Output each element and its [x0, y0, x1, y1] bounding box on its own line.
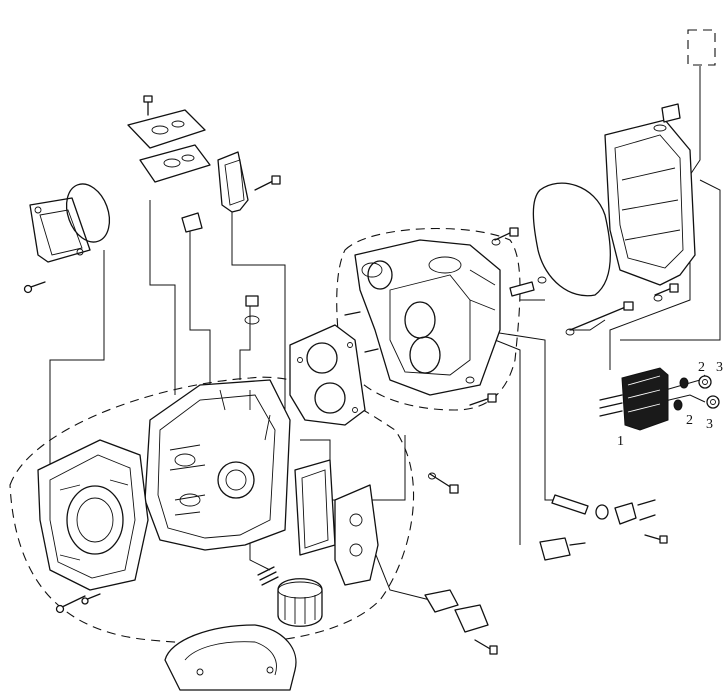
- head-cover: [604, 119, 696, 286]
- water-pump-cover: [334, 484, 379, 586]
- spark-plug: [539, 537, 586, 561]
- cover-bolts-right: [653, 283, 679, 302]
- bolt-top-center: [143, 95, 153, 116]
- oil-filter: [277, 578, 323, 627]
- cover-plate-middle: [294, 459, 336, 556]
- cylinder-head-group-outline: [336, 227, 521, 411]
- bolts-lower-left: [55, 593, 101, 614]
- base-gasket: [164, 624, 297, 691]
- spring: [257, 566, 279, 586]
- o-ring-gasket: [65, 183, 111, 243]
- callout-part-1: 1: [617, 434, 624, 449]
- head-gasket: [289, 324, 366, 426]
- sensor-rod: [551, 494, 609, 520]
- gasket-plate-upper: [127, 109, 206, 149]
- washer-lower: [673, 399, 683, 411]
- crankcase-group-outline: [9, 376, 415, 645]
- head-bolts: [344, 227, 519, 406]
- callout-part-2-lower: 2: [686, 413, 693, 428]
- long-stud-bolt: [565, 301, 634, 336]
- washer-upper: [679, 377, 689, 389]
- nut-upper: [698, 375, 712, 389]
- rectifier-unit: [599, 367, 669, 431]
- bolt-small-left: [23, 281, 46, 294]
- callout-part-3-lower: 3: [706, 417, 713, 432]
- bolt-bracket: [254, 175, 281, 191]
- nut-lower: [706, 395, 720, 409]
- thermostat-housing: [424, 589, 498, 655]
- cylinder-head: [354, 239, 501, 396]
- callout-part-3-upper: 3: [716, 360, 723, 375]
- leader-lines: [49, 66, 721, 601]
- part-reference-box: [687, 29, 716, 66]
- crankcase-block: [144, 379, 291, 551]
- thermo-sender-top: [653, 103, 681, 132]
- callout-part-2-upper: 2: [698, 360, 705, 375]
- spacer-block: [181, 212, 203, 233]
- pin-fitting: [509, 276, 547, 297]
- head-cover-gasket: [532, 182, 611, 297]
- cover-plate-small: [29, 197, 91, 263]
- bracket-clip: [217, 151, 249, 213]
- bolt-mid-right: [428, 472, 459, 494]
- plug-fitting: [244, 295, 260, 325]
- crankcase-cover-left: [37, 439, 149, 591]
- small-bracket-parts: [614, 499, 668, 544]
- gasket-plate-lower: [139, 144, 211, 183]
